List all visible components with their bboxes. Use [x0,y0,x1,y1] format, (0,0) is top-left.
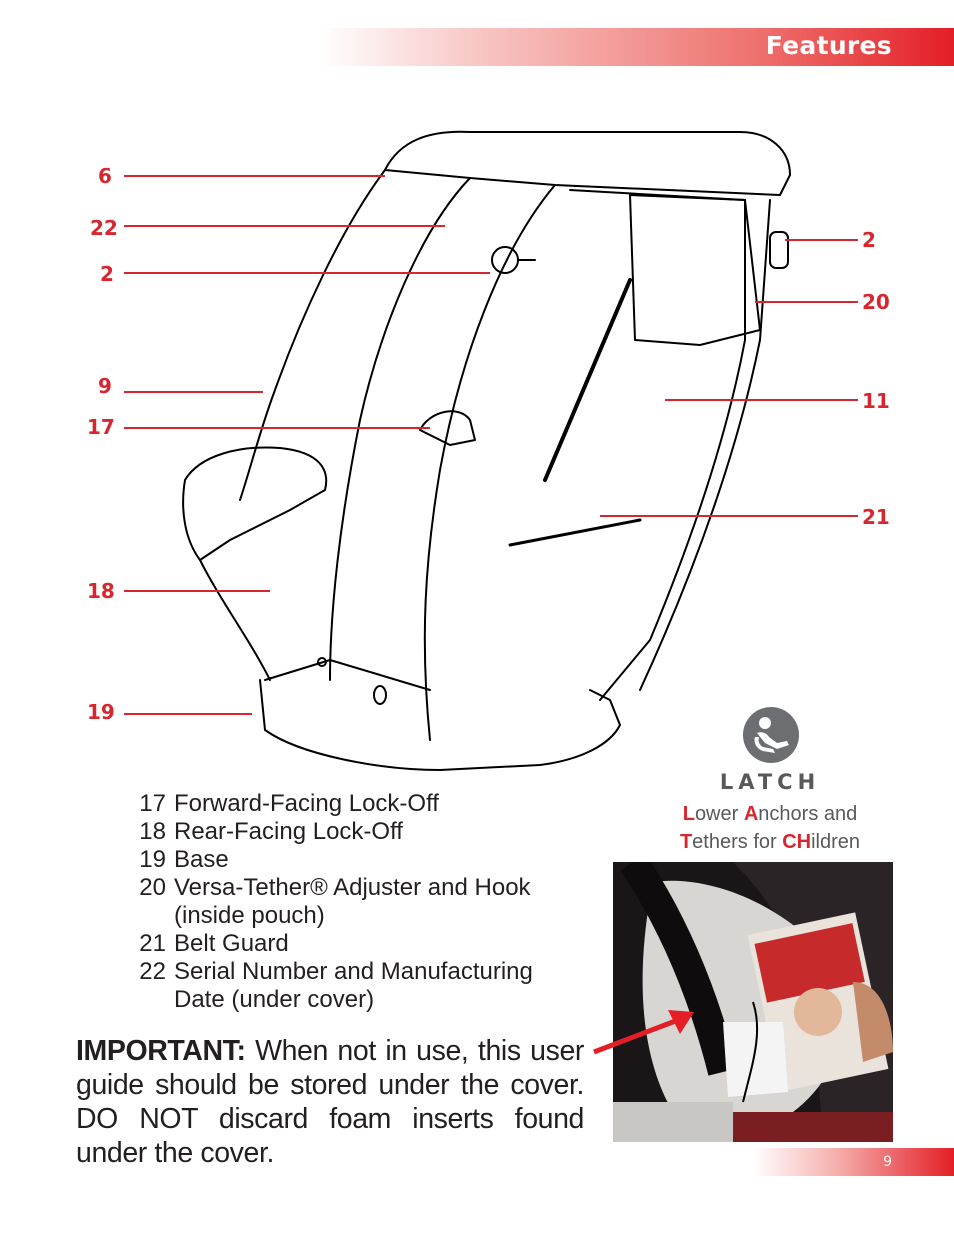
important-note: IMPORTANT: When not in use, this user gu… [76,1034,584,1170]
callout-21: 21 [862,505,890,529]
callout-2-right: 2 [862,228,876,252]
base [259,679,621,771]
lock-off [419,410,476,446]
part-number: 20 [139,874,166,901]
adjust-knob-left [491,246,519,274]
latch-line-1: Lower Anchors and [682,803,858,825]
car-seat-diagram [124,130,858,771]
callout-20: 20 [862,290,890,314]
callout-18: 18 [87,579,115,603]
part-label: Forward-Facing Lock-Off [174,790,439,817]
list-item: 22 Serial Number and Manufacturing Date … [124,958,594,1014]
callout-11: 11 [862,389,890,413]
important-lead: IMPORTANT: [76,1035,246,1067]
latch-icon [743,707,799,763]
part-label: Versa-Tether® Adjuster and Hook (inside … [174,874,594,930]
footer-bar: 9 [752,1148,954,1176]
callout-17: 17 [87,415,115,439]
rear-frame [569,189,746,701]
headrest-top [384,130,791,196]
threaded-rod [543,278,632,482]
tether-pouch [629,194,761,346]
callout-19: 19 [87,700,115,724]
belt-guard [508,518,642,547]
important-text: When not in use, this user guide should … [76,1035,584,1169]
part-number: 22 [139,958,166,985]
rear-frame-outer [639,199,771,691]
parts-list: 17 Forward-Facing Lock-Off 18 Rear-Facin… [124,790,594,1014]
part-label-line1: Serial Number and Manufacturing [174,958,533,985]
callout-22: 22 [90,216,118,240]
callout-6: 6 [98,164,112,188]
callout-2-left: 2 [100,262,114,286]
part-label: Rear-Facing Lock-Off [174,818,403,845]
section-title: Features [765,31,892,60]
callout-lines [124,175,858,715]
arrow-icon [593,1010,694,1055]
part-label-line2: (inside pouch) [174,902,325,929]
latch-line-2: Tethers for CHildren [679,831,861,853]
part-label: Base [174,846,229,873]
callout-9: 9 [98,374,112,398]
shell-inner-curve [329,177,471,681]
part-label-line2: Date (under cover) [174,986,375,1013]
side-panel-front [423,184,556,741]
part-number: 17 [139,790,166,817]
header-bar: Features [320,28,954,66]
list-item: 19 Base [124,846,594,874]
lower-shell-front [199,559,271,681]
part-label-line1: Versa-Tether® Adjuster and Hook [174,874,531,901]
list-item: 21 Belt Guard [124,930,594,958]
armrest [182,446,328,561]
part-label: Belt Guard [174,930,289,957]
part-number: 21 [139,930,166,957]
list-item: 17 Forward-Facing Lock-Off [124,790,594,818]
base-top [264,659,431,691]
storage-photo [613,862,893,1142]
list-item: 20 Versa-Tether® Adjuster and Hook (insi… [124,874,594,930]
latch-title: LATCH [719,770,821,794]
part-number: 18 [139,818,166,845]
page-number: 9 [883,1154,892,1170]
adjust-knob-right [769,231,789,269]
part-label: Serial Number and Manufacturing Date (un… [174,958,594,1014]
shell-back-edge [239,169,386,501]
part-number: 19 [139,846,166,873]
list-item: 18 Rear-Facing Lock-Off [124,818,594,846]
